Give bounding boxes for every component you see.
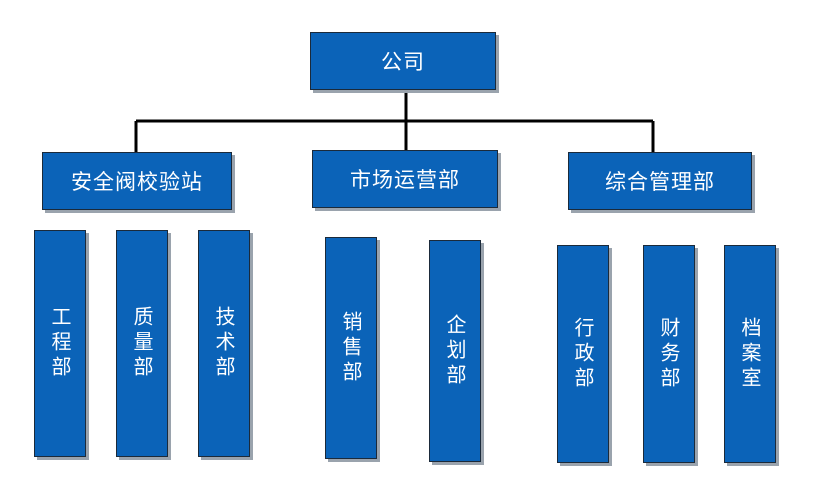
sub-node-label: 企划部 [443,313,467,389]
sub-node-planning: 企划部 [429,240,481,462]
dept-node-general-management: 综合管理部 [568,152,752,210]
sub-node-label: 工程部 [48,306,72,381]
dept-node-marketing: 市场运营部 [312,150,498,208]
dept-node-safety-valve-station: 安全阀校验站 [42,152,232,210]
sub-node-archives: 档案室 [724,245,776,463]
sub-node-label: 质量部 [130,306,154,381]
sub-node-quality: 质量部 [116,230,168,457]
root-node: 公司 [310,32,496,90]
dept-node-label: 综合管理部 [605,170,715,194]
root-node-label: 公司 [381,50,425,74]
sub-node-technical: 技术部 [198,230,250,457]
dept-node-label: 市场运营部 [350,168,460,192]
sub-node-label: 技术部 [212,306,236,381]
sub-node-label: 行政部 [571,316,595,392]
sub-node-engineering: 工程部 [34,230,86,457]
sub-node-label: 档案室 [738,316,762,392]
dept-node-label: 安全阀校验站 [71,170,203,194]
sub-node-administration: 行政部 [557,245,609,463]
sub-node-label: 财务部 [657,316,681,392]
sub-node-sales: 销售部 [325,237,377,459]
sub-node-label: 销售部 [339,310,363,386]
sub-node-finance: 财务部 [643,245,695,463]
